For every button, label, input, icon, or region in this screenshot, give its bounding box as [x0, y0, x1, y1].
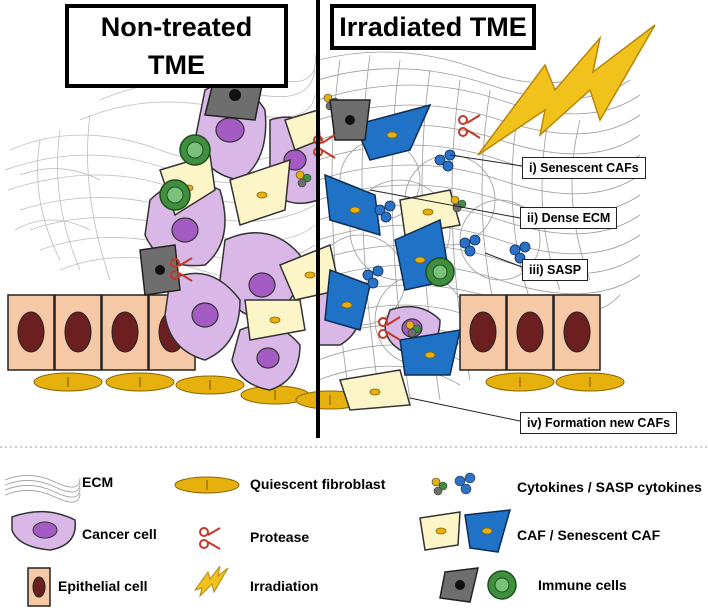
legend-label-quiescent-fibroblast: Quiescent fibroblast: [250, 476, 386, 492]
callout-senescent-cafs: i) Senescent CAFs: [522, 157, 646, 179]
irradiation-legend-icon: [193, 565, 229, 598]
legend-label-irradiation: Irradiation: [250, 578, 319, 594]
callout-dense-ecm: ii) Dense ECM: [520, 207, 618, 229]
title-non-treated-tme: Non-treated TME: [65, 4, 288, 88]
cytokines-legend-icon: [431, 472, 476, 496]
callout-leaders: [369, 154, 523, 422]
legend-label-cancer-cell: Cancer cell: [82, 526, 157, 542]
immune-cells-legend-icon: [439, 567, 517, 603]
cancer-cell-legend-icon: [11, 510, 77, 551]
legend-label-protease: Protease: [250, 529, 310, 545]
callout-sasp: iii) SASP: [522, 259, 589, 281]
caf-legend-icon: [419, 509, 512, 553]
quiescent-fibroblast-legend-icon: [174, 476, 240, 494]
epithelial-cell-legend-icon: [27, 567, 51, 607]
irradiation-bolt: [477, 24, 656, 156]
ecm-legend-icon: [4, 475, 81, 503]
epithelial-row-right: [459, 294, 601, 371]
legend-label-cytokines: Cytokines / SASP cytokines: [517, 479, 702, 495]
title-irradiated-tme: Irradiated TME: [330, 4, 536, 50]
callout-formation-new-cafs: iv) Formation new CAFs: [520, 412, 678, 434]
legend-label-caf: CAF / Senescent CAF: [517, 527, 661, 543]
legend-label-ecm: ECM: [82, 474, 114, 490]
protease-legend-icon: [199, 527, 221, 550]
legend-label-epithelial-cell: Epithelial cell: [58, 578, 148, 594]
legend-label-immune-cells: Immune cells: [538, 577, 627, 593]
fibroblast-row: [33, 372, 625, 410]
